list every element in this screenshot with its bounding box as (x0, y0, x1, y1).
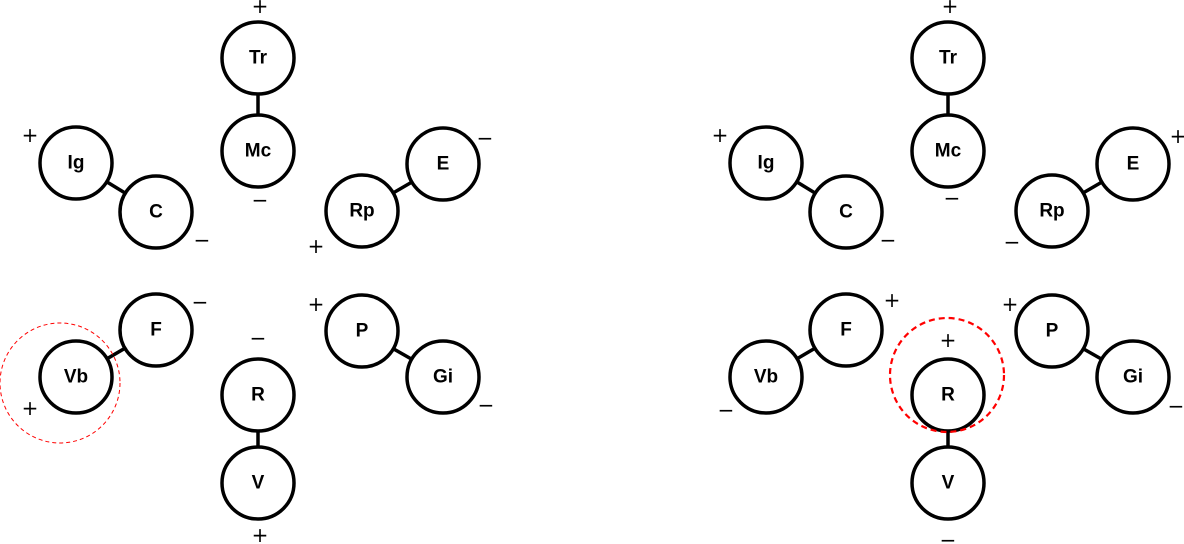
node-label: Tr (939, 48, 958, 69)
node-V (910, 445, 986, 521)
node-label: Vb (754, 367, 778, 388)
node-label: Gi (433, 367, 453, 388)
node-label: Tr (249, 48, 268, 69)
node-label: Gi (1123, 367, 1143, 388)
sign-V: − (940, 528, 957, 544)
node-label: P (1046, 321, 1059, 342)
sign-C: − (194, 228, 211, 252)
node-label: Mc (935, 141, 962, 162)
sign-C: − (880, 228, 897, 252)
node-label: V (252, 473, 265, 494)
sign-Vb: − (718, 398, 735, 422)
sign-Rp: − (1004, 230, 1021, 254)
node-Tr (910, 20, 986, 96)
node-V (220, 445, 296, 521)
node-Gi (1095, 339, 1171, 415)
sign-Gi: − (478, 393, 495, 417)
sign-Mc: − (252, 188, 269, 212)
node-Vb (38, 339, 114, 415)
node-label: P (356, 321, 369, 342)
node-Mc (220, 113, 296, 189)
node-label: F (840, 320, 852, 341)
sign-F: + (884, 288, 901, 312)
sign-E: − (477, 126, 494, 150)
node-label: Ig (68, 153, 85, 174)
sign-Ig: + (22, 123, 39, 147)
node-R (220, 357, 296, 433)
sign-Rp: + (308, 234, 325, 258)
node-label: Rp (349, 201, 374, 222)
node-label: Ig (758, 153, 775, 174)
highlight-ring-Vb (0, 322, 121, 444)
node-label: R (941, 385, 955, 406)
node-E (1095, 126, 1171, 202)
sign-Tr: + (252, 0, 269, 18)
sign-V: + (252, 523, 269, 544)
node-Ig (38, 125, 114, 201)
node-label: C (149, 202, 163, 223)
node-label: Vb (64, 367, 88, 388)
node-Tr (220, 20, 296, 96)
node-Vb (728, 339, 804, 415)
sign-Tr: + (942, 0, 959, 18)
node-R (910, 357, 986, 433)
node-label: F (150, 320, 162, 341)
node-Gi (405, 339, 481, 415)
node-P (324, 293, 400, 369)
sign-F: − (192, 290, 209, 314)
highlight-ring-R (888, 316, 1006, 434)
sign-R: + (940, 328, 957, 352)
node-Rp (324, 173, 400, 249)
sign-P: + (1002, 292, 1019, 316)
node-label: C (839, 202, 853, 223)
sign-Gi: − (1168, 394, 1184, 418)
node-P (1014, 293, 1090, 369)
node-Rp (1014, 173, 1090, 249)
node-label: V (942, 473, 955, 494)
sign-E: + (1170, 124, 1184, 148)
node-label: Rp (1039, 201, 1064, 222)
sign-P: + (308, 292, 325, 316)
sign-Vb: + (22, 396, 39, 420)
node-label: Mc (245, 141, 272, 162)
node-label: E (437, 154, 450, 175)
node-C (808, 174, 884, 250)
sign-Ig: + (712, 123, 729, 147)
node-Ig (728, 125, 804, 201)
node-E (405, 126, 481, 202)
node-label: E (1127, 154, 1140, 175)
node-C (118, 174, 194, 250)
node-Mc (910, 113, 986, 189)
node-F (808, 292, 884, 368)
node-F (118, 292, 194, 368)
node-label: R (251, 385, 265, 406)
sign-Mc: − (944, 186, 961, 210)
sign-R: − (250, 326, 267, 350)
